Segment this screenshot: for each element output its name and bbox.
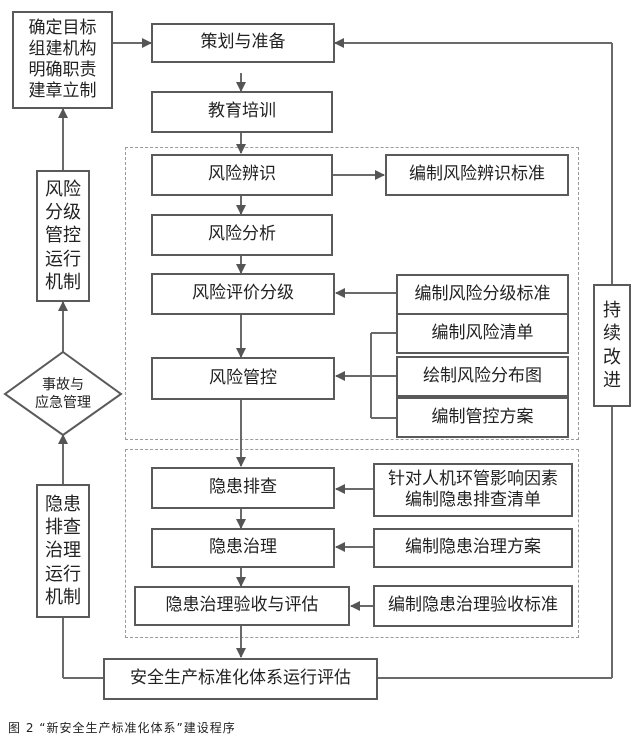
system-eval-box: 安全生产标准化体系运行评估 [103, 658, 378, 700]
hazard-group-frame [125, 449, 579, 638]
analyze-label: 风险分析 [208, 224, 276, 245]
identify-std-box: 编制风险辨识标准 [385, 154, 569, 196]
accept-std-box: 编制隐患治理验收标准 [373, 585, 573, 627]
training-box: 教育培训 [151, 91, 333, 133]
plan-box: 策划与准备 [151, 23, 335, 63]
improve-box: 持 续 改 进 [593, 284, 631, 407]
hazard-fix-box: 隐患治理 [151, 528, 335, 568]
control-box: 风险管控 [151, 357, 335, 400]
risk-mechanism-box: 风险 分级 管控 运行 机制 [36, 170, 90, 302]
system-eval-label: 安全生产标准化体系运行评估 [130, 668, 351, 689]
goal-setup-box: 确定目标 组建机构 明确职责 建章立制 [12, 11, 113, 109]
accept-std-label: 编制隐患治理验收标准 [388, 595, 558, 616]
analyze-box: 风险分析 [151, 214, 333, 256]
risk-list-label: 编制风险清单 [431, 322, 534, 343]
grading-std-box: 编制风险分级标准 [396, 274, 569, 315]
identify-std-label: 编制风险辨识标准 [409, 164, 545, 185]
hazard-list-label: 针对人机环管影响因素 编制隐患排查清单 [388, 468, 558, 510]
hazard-accept-box: 隐患治理验收与评估 [134, 586, 350, 626]
improve-label: 持 续 改 进 [603, 299, 621, 391]
emergency-diamond [3, 350, 123, 437]
plan-label: 策划与准备 [200, 32, 286, 53]
hazard-mechanism-box: 隐患 排查 治理 运行 机制 [36, 484, 90, 618]
risk-list-box: 编制风险清单 [396, 313, 569, 354]
emergency-label: 事故与 应急管理 [35, 377, 91, 412]
figure-caption: 图 2 “新安全生产标准化体系”建设程序 [8, 721, 236, 735]
risk-map-box: 绘制风险分布图 [396, 356, 569, 397]
fix-plan-box: 编制隐患治理方案 [373, 528, 573, 568]
control-label: 风险管控 [209, 367, 277, 388]
evaluate-box: 风险评价分级 [151, 273, 335, 315]
hazard-mechanism-label: 隐患 排查 治理 运行 机制 [45, 493, 81, 609]
identify-box: 风险辨识 [151, 154, 333, 196]
risk-map-label: 绘制风险分布图 [423, 365, 542, 386]
risk-group-frame [125, 147, 579, 440]
control-plan-box: 编制管控方案 [396, 397, 569, 438]
fix-plan-label: 编制隐患治理方案 [405, 537, 541, 558]
control-plan-label: 编制管控方案 [431, 406, 534, 427]
hazard-accept-label: 隐患治理验收与评估 [165, 595, 319, 616]
grading-std-label: 编制风险分级标准 [414, 283, 551, 304]
hazard-check-box: 隐患排查 [151, 467, 335, 509]
evaluate-label: 风险评价分级 [192, 283, 294, 304]
risk-mechanism-label: 风险 分级 管控 运行 机制 [45, 178, 81, 294]
identify-label: 风险辨识 [208, 164, 276, 185]
hazard-list-box: 针对人机环管影响因素 编制隐患排查清单 [373, 463, 573, 517]
goal-setup-label: 确定目标 组建机构 明确职责 建章立制 [28, 17, 97, 102]
hazard-fix-label: 隐患治理 [209, 537, 277, 558]
hazard-check-label: 隐患排查 [209, 477, 277, 498]
training-label: 教育培训 [208, 101, 276, 122]
